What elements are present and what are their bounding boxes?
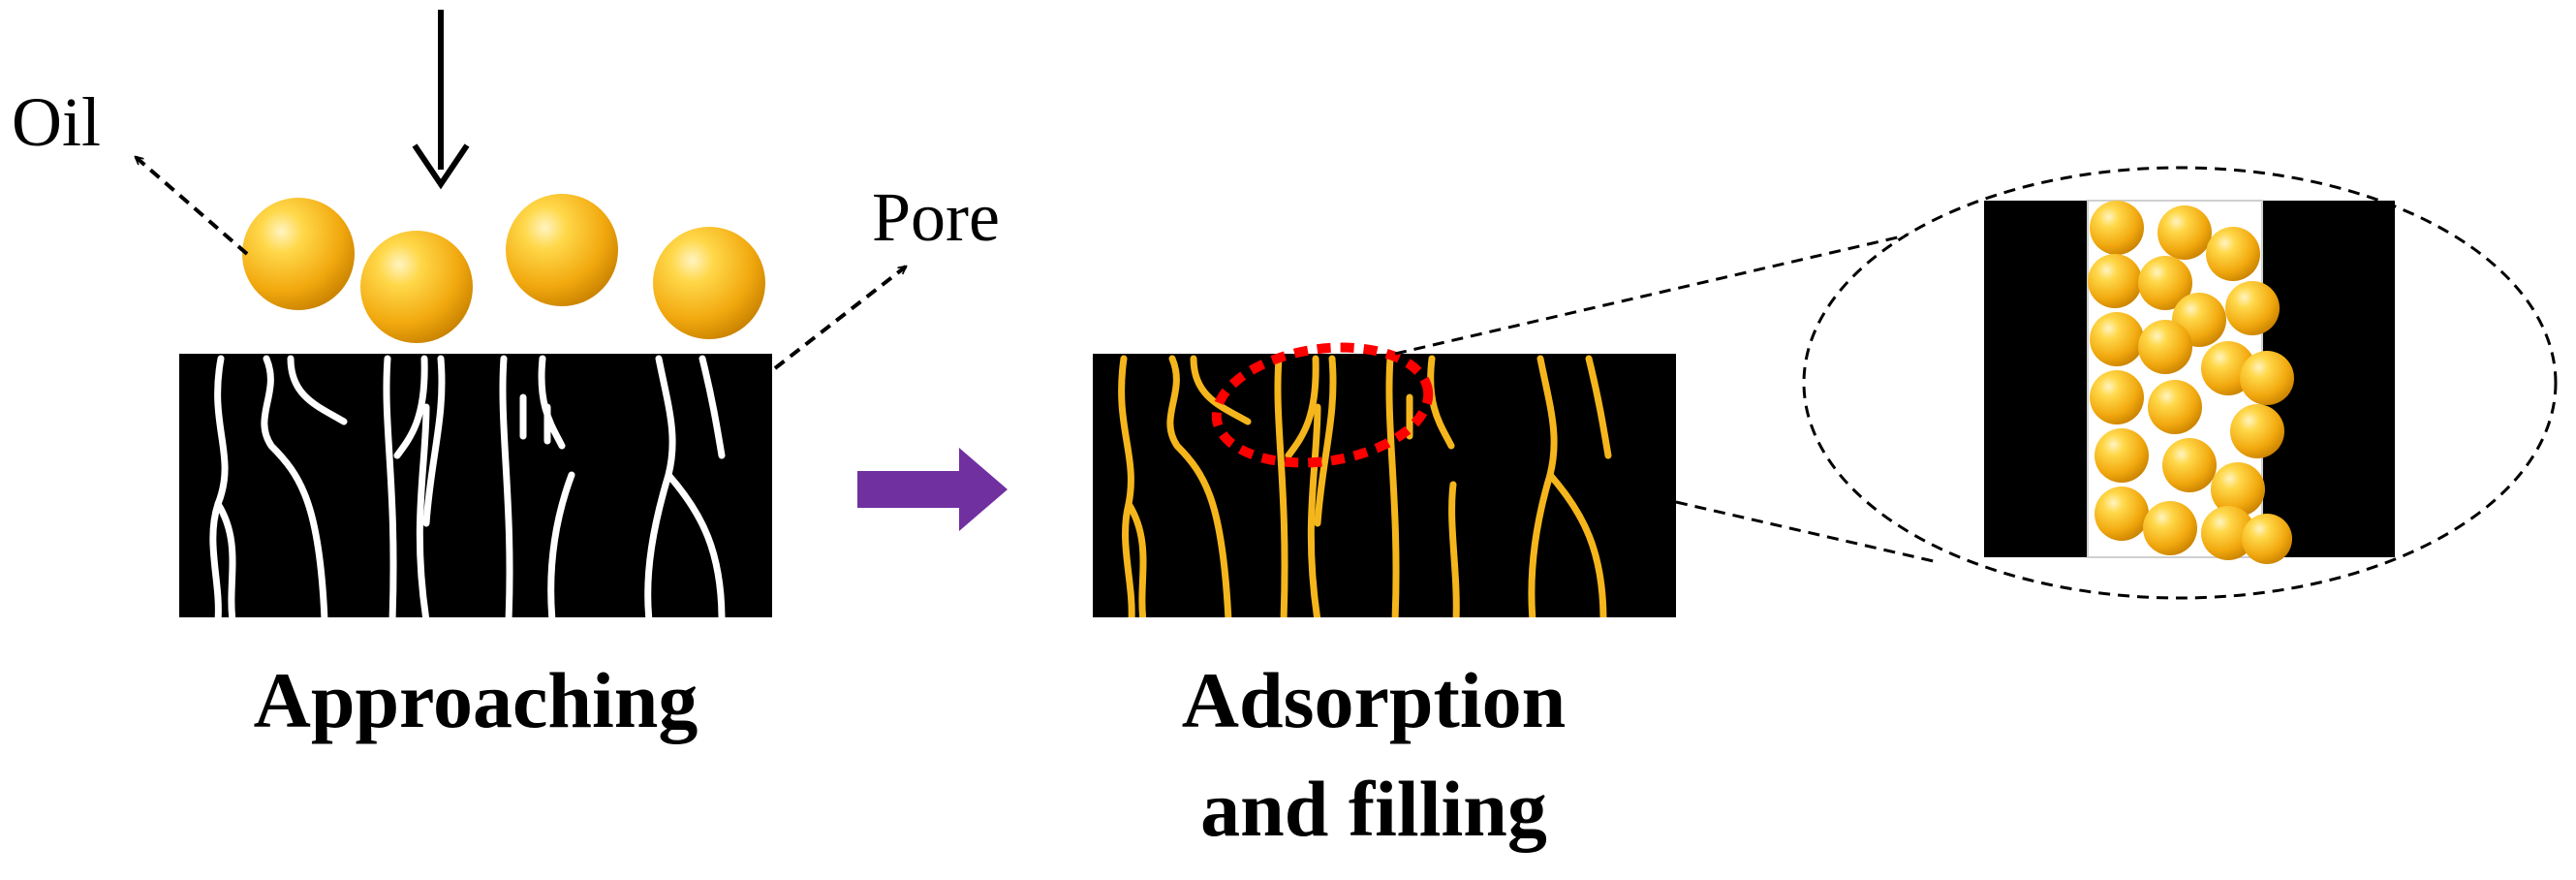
porous-substrate-filled (1093, 354, 1676, 617)
filled-pore (1427, 355, 1455, 450)
zoom-callout (1802, 166, 2558, 600)
empty-pore (416, 403, 430, 617)
stage-label-adsorption-line1: Adsorption (1182, 656, 1566, 744)
empty-pore (393, 355, 428, 459)
empty-pore (698, 355, 726, 459)
empty-pore (287, 355, 348, 425)
oil-droplet (2211, 462, 2265, 517)
oil-leader-line (136, 157, 249, 256)
oil-droplet (2138, 320, 2192, 374)
filled-pore (1285, 355, 1319, 459)
empty-pore (214, 500, 236, 617)
empty-pore (261, 355, 328, 617)
empty-pore (383, 355, 397, 617)
oil-label: Oil (12, 83, 101, 161)
stage-label-approaching: Approaching (254, 656, 698, 744)
zoom-pore-wall-left (1984, 201, 2088, 557)
oil-droplet (653, 227, 765, 339)
arrow-down-icon (412, 10, 470, 190)
oil-droplet (2225, 281, 2280, 335)
oil-droplet (2143, 501, 2197, 555)
oil-droplet (2095, 487, 2149, 541)
oil-droplet (2206, 227, 2260, 281)
filled-pore (1546, 471, 1607, 617)
oil-droplets (242, 194, 765, 343)
zoom-leader-top (1394, 231, 1919, 356)
oil-droplet (2090, 201, 2144, 255)
oil-droplet (2242, 514, 2292, 564)
empty-pore (499, 355, 513, 617)
filled-pore (1385, 355, 1400, 617)
pore-label: Pore (872, 178, 1000, 256)
oil-droplet (2088, 254, 2142, 308)
oil-droplet (242, 198, 355, 310)
filled-pore (1314, 355, 1337, 527)
porous-substrate-empty (179, 354, 772, 617)
block-arrow-right-icon (857, 448, 1008, 531)
zoom-leader-bottom (1675, 500, 1939, 564)
highlight-circle (1211, 342, 1434, 468)
empty-pore (665, 471, 726, 617)
empty-pore (422, 355, 446, 527)
oil-droplet (2201, 506, 2255, 560)
oil-droplet (2090, 370, 2144, 424)
filled-pore (1166, 355, 1232, 617)
filled-pore (1307, 403, 1321, 617)
filled-pore (1448, 481, 1460, 617)
oil-droplet (2148, 380, 2202, 434)
oil-droplet (360, 231, 473, 343)
pore-leader-line (773, 267, 906, 370)
filled-pore (1125, 500, 1147, 617)
oil-droplet (2157, 205, 2212, 260)
oil-droplet (2138, 256, 2192, 310)
oil-droplet (2095, 428, 2149, 483)
oil-droplet (506, 194, 618, 306)
filled-pore (1190, 355, 1252, 425)
stage-label-adsorption-line2: and filling (1200, 765, 1547, 853)
oil-droplet (2162, 438, 2217, 492)
zoom-oil-packing (2088, 201, 2294, 564)
oil-droplet (2230, 404, 2284, 458)
oil-droplet (2240, 351, 2294, 405)
oil-droplet (2090, 312, 2144, 366)
filled-pore (1585, 355, 1612, 459)
filled-pore (1274, 355, 1288, 617)
empty-pore (547, 471, 575, 617)
